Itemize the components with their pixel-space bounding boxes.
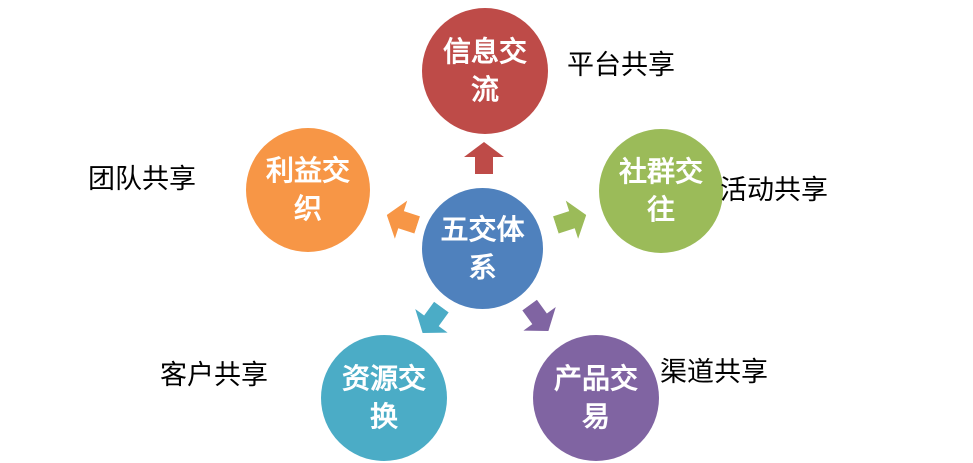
arrow-upper-right-community-icon	[553, 200, 587, 239]
circle-interest-interweaving: 利益交织	[246, 128, 370, 252]
side-label-team-sharing: 团队共享	[88, 164, 196, 194]
side-label-channel-sharing: 渠道共享	[660, 357, 768, 387]
circle-resource-exchange: 资源交换	[321, 335, 447, 461]
circle-product-trading-label: 产品交易	[553, 363, 638, 432]
center-circle-label: 五交体系	[440, 213, 525, 283]
circle-resource-exchange-label: 资源交换	[341, 363, 426, 432]
circle-info-exchange-label: 信息交流	[442, 36, 527, 105]
arrow-upper-left-interest-icon	[386, 200, 420, 239]
circle-info-exchange: 信息交流	[422, 8, 548, 134]
side-label-platform-sharing: 平台共享	[567, 50, 675, 80]
circle-community-interaction: 社群交往	[599, 129, 723, 253]
circle-interest-interweaving-label: 利益交织	[265, 155, 350, 224]
circle-community-interaction-label: 社群交往	[618, 156, 703, 225]
side-label-activity-sharing: 活动共享	[720, 175, 828, 205]
circle-five-exchange-system: 五交体系	[422, 188, 543, 309]
side-label-customer-sharing: 客户共享	[160, 360, 268, 390]
arrow-up-info-icon	[464, 142, 504, 174]
arrow-lower-left-resource-icon	[415, 301, 449, 333]
arrow-lower-right-product-icon	[522, 299, 556, 331]
circle-product-trading: 产品交易	[533, 335, 659, 461]
